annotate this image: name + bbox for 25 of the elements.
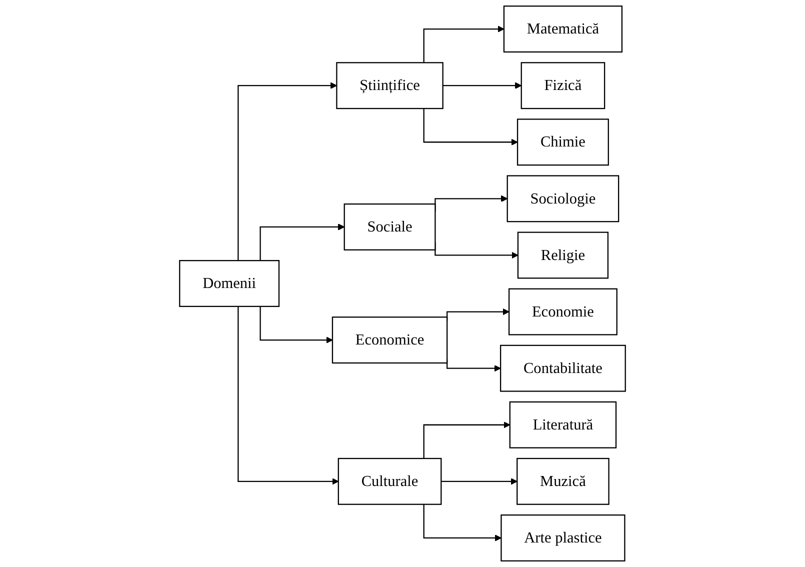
node-box: Economie	[508, 288, 618, 336]
arrow	[238, 306, 339, 485]
node-box: Arte plastice	[500, 514, 626, 562]
arrow	[423, 26, 504, 63]
arrow	[442, 82, 522, 89]
arrow	[423, 504, 502, 542]
arrow	[440, 478, 518, 485]
arrow	[260, 224, 345, 261]
arrow	[423, 422, 510, 458]
arrow	[260, 306, 333, 344]
node-box: Sociale	[344, 203, 436, 250]
node-box: Fizică	[520, 62, 606, 110]
arrow	[423, 108, 518, 146]
node-box: Matematică	[503, 6, 623, 53]
node-box: Științifice	[336, 62, 444, 110]
arrow	[238, 82, 337, 261]
node-box: Culturale	[338, 458, 442, 505]
node-box: Muzică	[516, 458, 610, 505]
node-box: Religie	[517, 232, 609, 279]
node-box: Economice	[332, 316, 448, 364]
node-box: Domenii	[179, 260, 280, 307]
node-box: Sociologie	[506, 175, 620, 222]
node-box: Chimie	[516, 118, 609, 166]
node-box: Contabilitate	[500, 344, 626, 392]
node-box: Literatură	[509, 401, 617, 448]
